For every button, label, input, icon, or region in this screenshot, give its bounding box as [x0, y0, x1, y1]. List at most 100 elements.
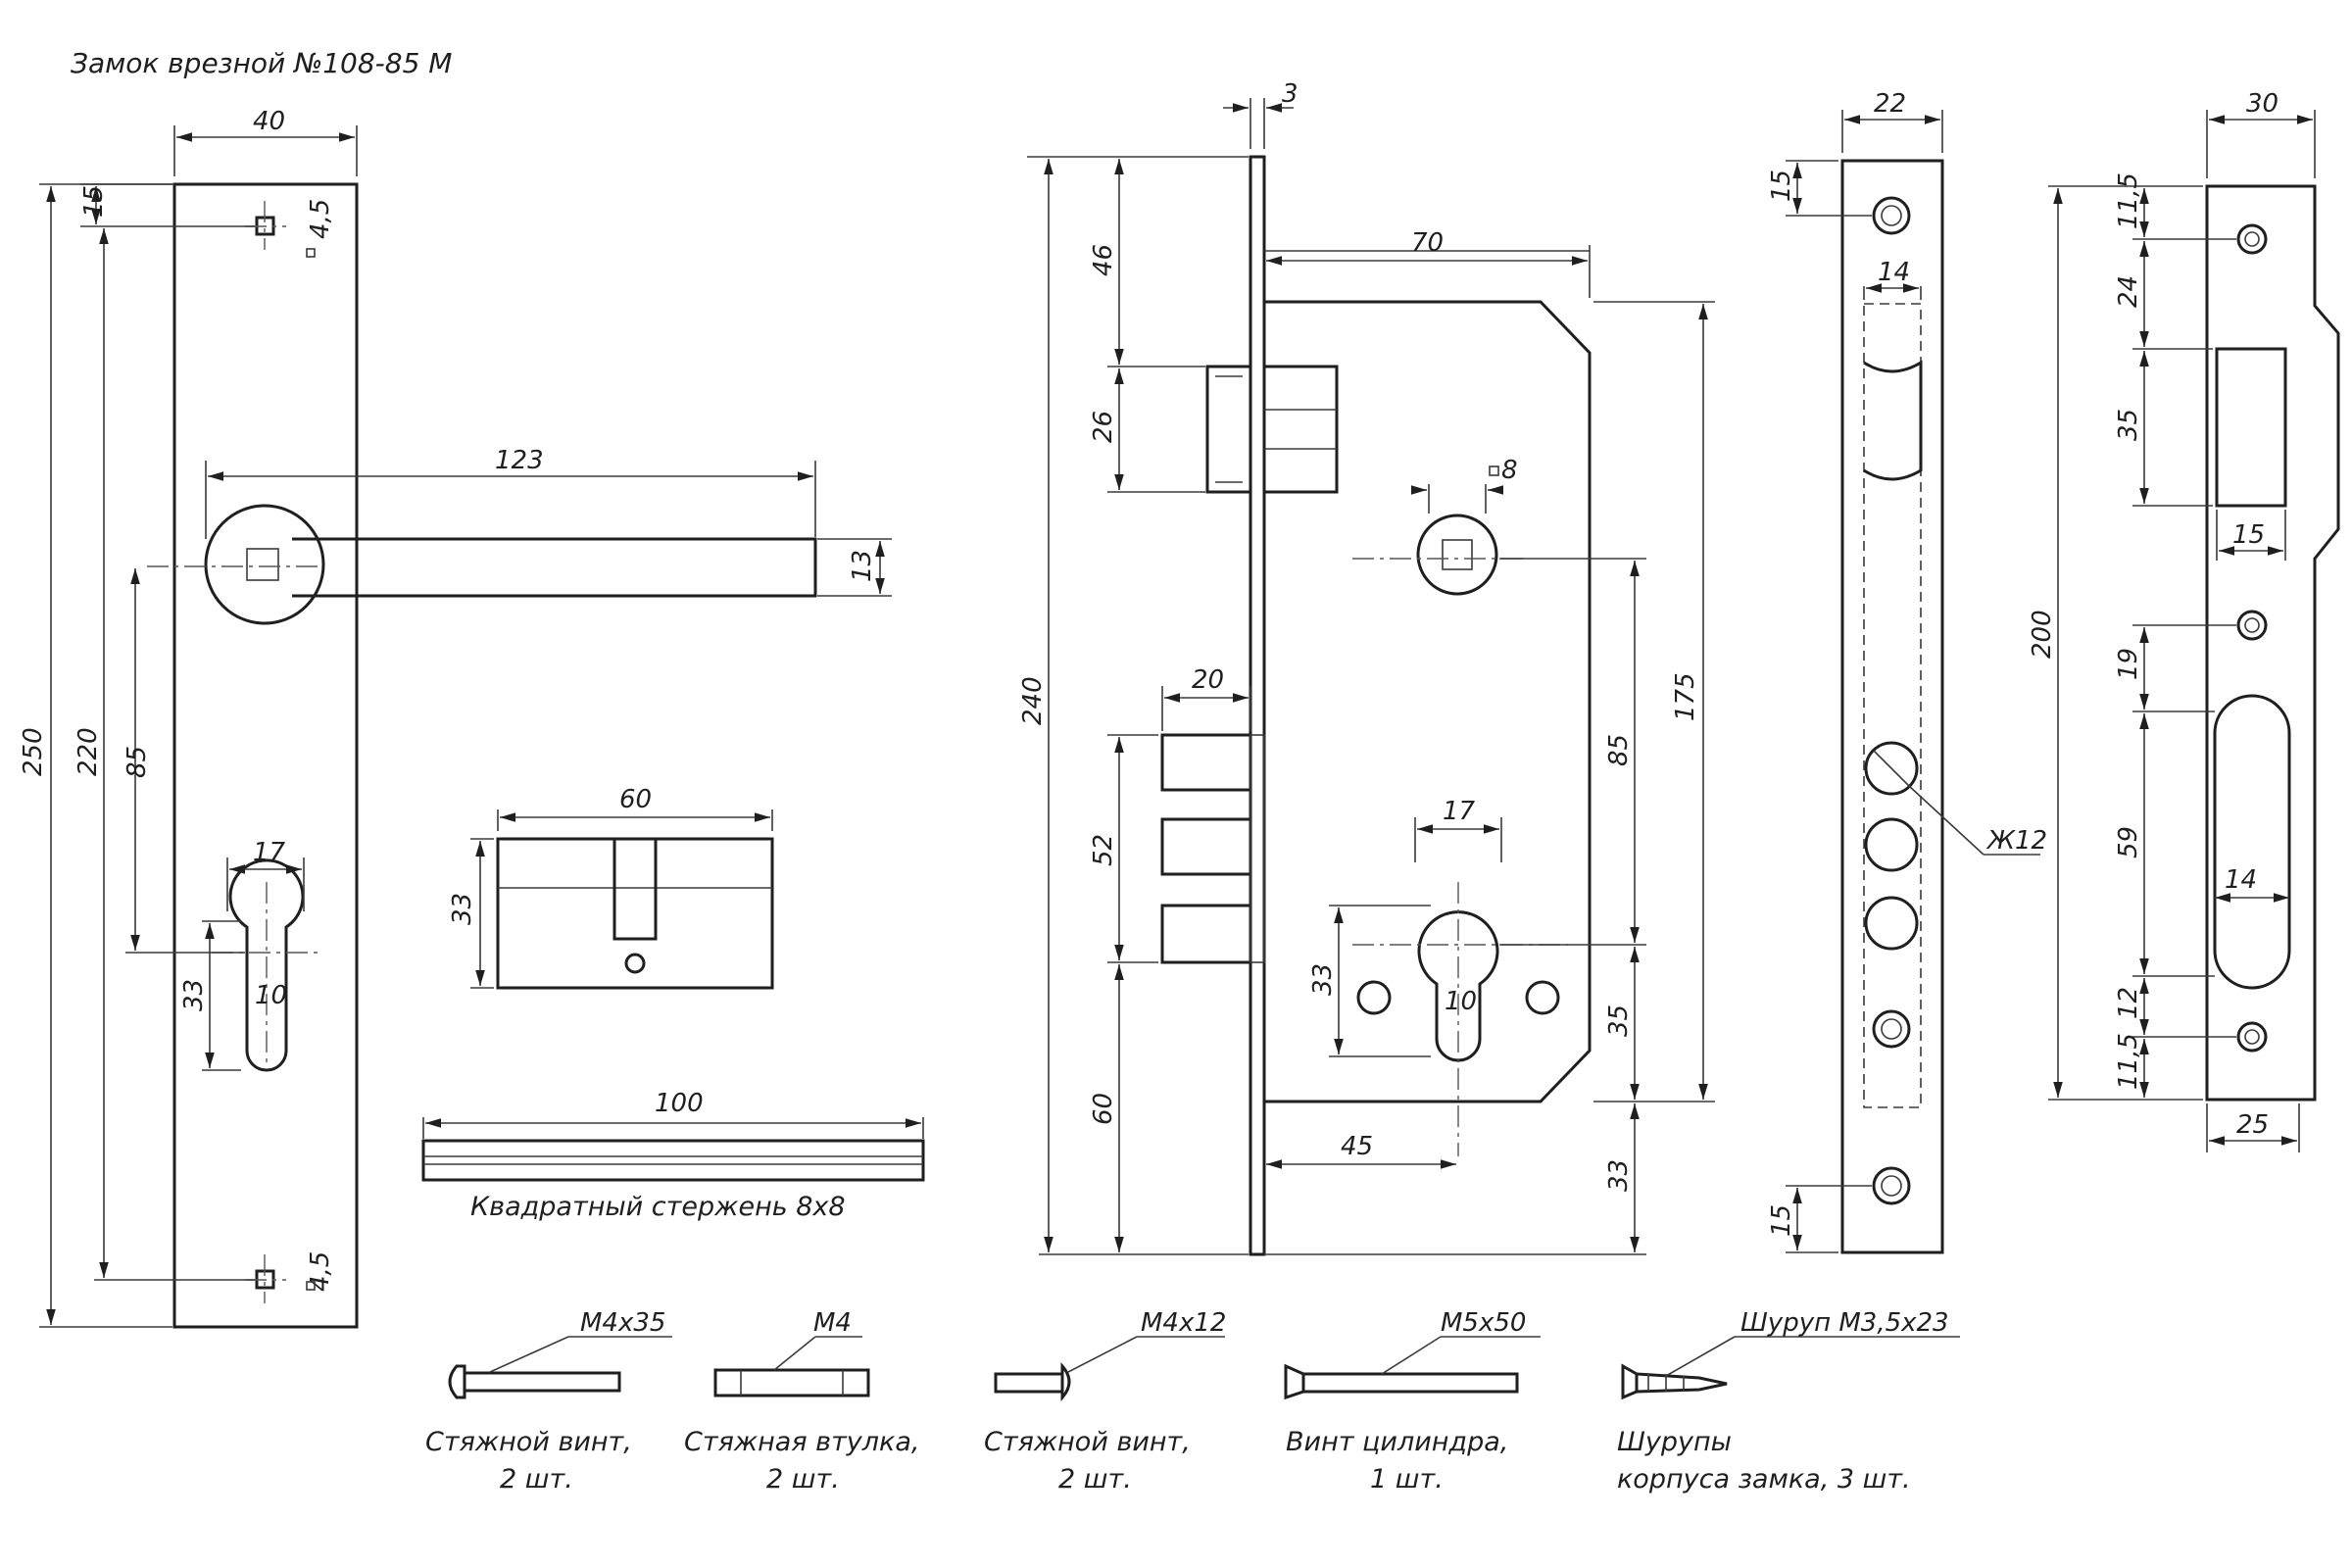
part-4-spec: М5х50: [1441, 1308, 1526, 1338]
dim-cyl-10: 10: [255, 981, 287, 1010]
dim-strike-200: 200: [2028, 610, 2057, 659]
dim-strike-11-5-top: 11,5: [2114, 172, 2143, 229]
dim-10-lock: 10: [1445, 987, 1477, 1016]
part-5-qty: корпуса замка, 3 шт.: [1617, 1464, 1911, 1494]
dim-85-lock: 85: [1604, 734, 1634, 766]
deadbolt-1: [1160, 733, 1252, 792]
latch-block: [1262, 365, 1339, 494]
dim-strike-25: 25: [2236, 1110, 2269, 1140]
part-wood-screw-m3-5x23: Шуруп М3,5х23 Шурупы корпуса замка, 3 шт…: [1617, 1308, 1960, 1494]
dim-face-14: 14: [1878, 258, 1910, 287]
dim-strike-12: 12: [2114, 987, 2143, 1019]
dim-strike-11-5-bottom: 11,5: [2114, 1033, 2143, 1090]
dim-strike-19: 19: [2114, 648, 2143, 680]
deadbolt-2: [1160, 817, 1252, 876]
dim-52: 52: [1089, 834, 1118, 866]
faceplate-cutout: [1863, 303, 1922, 1108]
dim-85: 85: [122, 746, 152, 778]
dim-strike-35: 35: [2114, 409, 2143, 441]
dim-45: 45: [1341, 1132, 1373, 1161]
lever-handle: [292, 537, 817, 598]
dim-plate-width: 40: [253, 107, 285, 136]
part-1-qty: 2 шт.: [500, 1464, 573, 1494]
dim-33-lock: 33: [1308, 963, 1338, 996]
part-3-spec: М4х12: [1141, 1308, 1226, 1338]
strike-latch-hole: [2215, 347, 2287, 508]
dim-cylinder-33: 33: [448, 893, 477, 925]
part-1-name: Стяжной винт,: [425, 1427, 632, 1457]
dim-cyl-17: 17: [253, 838, 286, 867]
dim-strike-14: 14: [2225, 865, 2257, 895]
faceplate-front-view: 22 15 14 Ж12 15: [1767, 89, 2047, 1254]
faceplate-front: [1840, 159, 1944, 1254]
dim-cylinder-60: 60: [619, 785, 652, 814]
dim-70: 70: [1411, 228, 1444, 258]
dim-face-15-top: 15: [1767, 170, 1796, 202]
dim-240: 240: [1018, 676, 1048, 725]
dim-strike-59: 59: [2114, 826, 2143, 858]
square-rod: [421, 1139, 925, 1182]
dim-square-8: 8: [1501, 456, 1518, 485]
dim-bottom-4-5: 4,5: [306, 1251, 335, 1292]
dim-20: 20: [1192, 665, 1224, 695]
part-3-qty: 2 шт.: [1058, 1464, 1132, 1494]
part-4-qty: 1 шт.: [1370, 1464, 1444, 1494]
spindle-hub: [1416, 514, 1498, 596]
strike-bolt-slot: [2213, 694, 2291, 990]
handle-plate-view: 40 15 4,5 250 220 123 13 85 17 33 10: [19, 107, 892, 1329]
cylinder-cam: [612, 837, 658, 941]
dim-33-bottom: 33: [1604, 1159, 1634, 1192]
dim-17-lock: 17: [1443, 797, 1476, 826]
dim-60: 60: [1089, 1093, 1118, 1125]
dim-height-220: 220: [74, 727, 103, 776]
drawing-title: Замок врезной №108-85 М: [71, 47, 452, 79]
dim-strike-24: 24: [2114, 275, 2143, 308]
lock-faceplate: [1249, 155, 1266, 1256]
part-2-name: Стяжная втулка,: [684, 1427, 919, 1457]
strike-plate-view: 30 200 11,5 24 35 15 19 59 12 11,5 14: [2028, 89, 2340, 1152]
strike-plate: [2205, 184, 2340, 1102]
dim-26: 26: [1089, 411, 1118, 443]
dim-hole-4-5: 4,5: [306, 199, 335, 239]
handle-rose: [204, 504, 325, 625]
dim-handle-13: 13: [848, 550, 877, 582]
lock-cylinder-cutout: [1417, 910, 1499, 1062]
part-1-spec: М4х35: [580, 1308, 665, 1338]
part-sleeve-m4: М4 Стяжная втулка, 2 шт.: [684, 1308, 919, 1494]
square-rod-view: 100 Квадратный стержень 8х8: [421, 1089, 925, 1222]
part-2-spec: М4: [813, 1308, 852, 1338]
part-cylinder-screw-m5x50: М5х50 Винт цилиндра, 1 шт.: [1284, 1308, 1541, 1494]
dim-35-lock: 35: [1604, 1004, 1634, 1037]
part-3-name: Стяжной винт,: [984, 1427, 1191, 1457]
dim-face-15-bottom: 15: [1767, 1204, 1796, 1237]
part-2-qty: 2 шт.: [766, 1464, 840, 1494]
dim-cyl-33: 33: [179, 979, 209, 1011]
dim-face-22: 22: [1874, 89, 1906, 119]
part-4-name: Винт цилиндра,: [1286, 1427, 1508, 1457]
part-screw-m4x12: М4х12 Стяжной винт, 2 шт.: [984, 1308, 1226, 1494]
handle-plate: [172, 182, 359, 1329]
latch-bolt: [1205, 365, 1252, 494]
plate-cylinder-hole: [228, 858, 305, 1072]
cylinder-view: 60 33: [448, 785, 774, 990]
lock-body-view: 3 70 46 26 8 240 175 20 85: [1018, 79, 1715, 1256]
dim-46: 46: [1089, 244, 1118, 276]
dim-175: 175: [1671, 672, 1700, 721]
dim-top-15: 15: [79, 185, 109, 218]
rod-caption: Квадратный стержень 8х8: [470, 1192, 846, 1222]
fasteners-row: М4х35 Стяжной винт, 2 шт. М4 Стяжная вту…: [425, 1308, 1960, 1494]
dim-3: 3: [1282, 79, 1298, 109]
dim-strike-30: 30: [2246, 89, 2278, 119]
euro-cylinder: [496, 837, 774, 990]
part-screw-m4x35: М4х35 Стяжной винт, 2 шт.: [425, 1308, 672, 1494]
dim-strike-15: 15: [2232, 520, 2265, 550]
dim-height-250: 250: [19, 727, 48, 776]
dim-handle-123: 123: [495, 446, 544, 475]
dim-rod-100: 100: [655, 1089, 704, 1118]
lock-case: [1264, 300, 1592, 1103]
part-5-spec: Шуруп М3,5х23: [1740, 1308, 1949, 1338]
deadbolt-3: [1160, 904, 1252, 964]
part-5-name: Шурупы: [1617, 1427, 1732, 1457]
